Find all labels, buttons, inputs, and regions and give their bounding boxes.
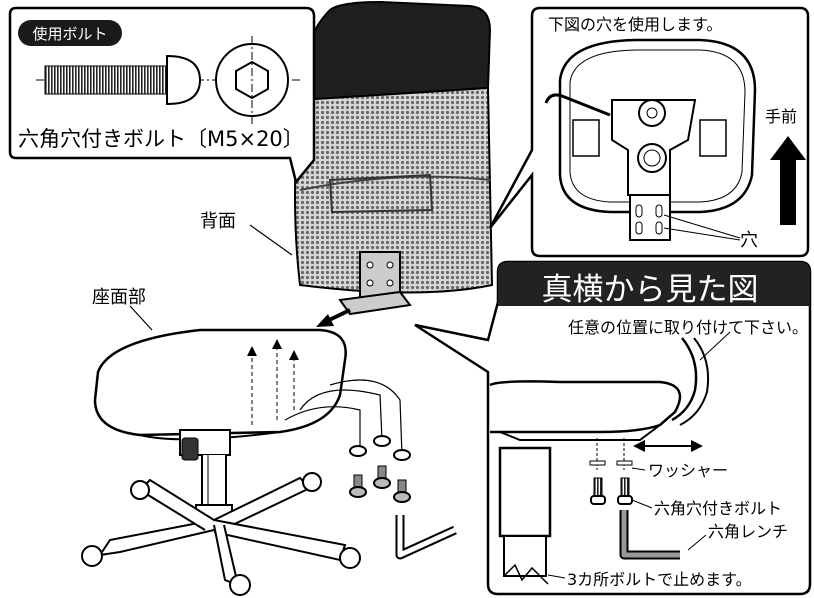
front-label: 手前 [765,107,797,126]
seat-profile [489,380,682,434]
seat-label: 座面部 [92,287,146,308]
bolt-panel: 使用ボルト 六角穴付きボルト〔M5×20〕 [8,6,316,185]
side-view-panel: 真横から見た図 任意の位置に取り付けて下さい。 ワッシャー 六角穴付きボルト [414,260,812,596]
bolt-badge [18,20,122,46]
back-bar [629,194,671,241]
chair-backrest [294,0,494,327]
caster [302,472,322,492]
gas-lever [181,437,199,461]
position-note: 任意の位置に取り付けて下さい。 [568,318,808,337]
washer-label: ワッシャー [648,461,728,480]
washer [373,435,391,447]
gas-cylinder [201,455,227,511]
cylinder-profile [498,446,552,538]
hole-label: 穴 [740,230,758,251]
bolt [349,486,367,498]
lumbar-support [328,173,434,214]
washer [393,449,411,461]
backrest-headband [298,0,492,102]
caster [81,545,103,567]
back-label: 背面 [200,211,236,232]
chair-seat-base [81,328,457,596]
front-arrow-icon [770,136,806,225]
side-view-title-bar [498,262,810,306]
caster [130,480,150,500]
bolt [393,491,411,503]
top-view-caption: 下図の穴を使用します。 [548,15,722,34]
top-view-panel: 下図の穴を使用します。 穴 手前 [488,6,810,258]
bolt-label: 六角穴付きボルト [654,499,782,518]
caster [229,574,251,596]
back-bar-profile [671,337,698,422]
fix-note: 3カ所ボルトで止めます。 [567,570,752,589]
seat-cushion [93,328,347,437]
washer-profile [589,460,606,466]
bolt-shaft [44,65,168,95]
bolt-badge-text: 使用ボルト [32,25,107,43]
lever [544,93,611,117]
bolt-caption: 六角穴付きボルト〔M5×20〕 [18,127,304,151]
washer [349,445,367,457]
bolt-profile [590,495,606,505]
wrench-profile-icon [621,510,680,558]
hex-wrench-icon [397,515,457,558]
side-view-title: 真横から見た図 [542,272,759,308]
bolt [373,477,391,489]
caster [339,547,361,569]
wrench-label: 六角レンチ [708,522,788,541]
bolt-head [166,54,202,106]
